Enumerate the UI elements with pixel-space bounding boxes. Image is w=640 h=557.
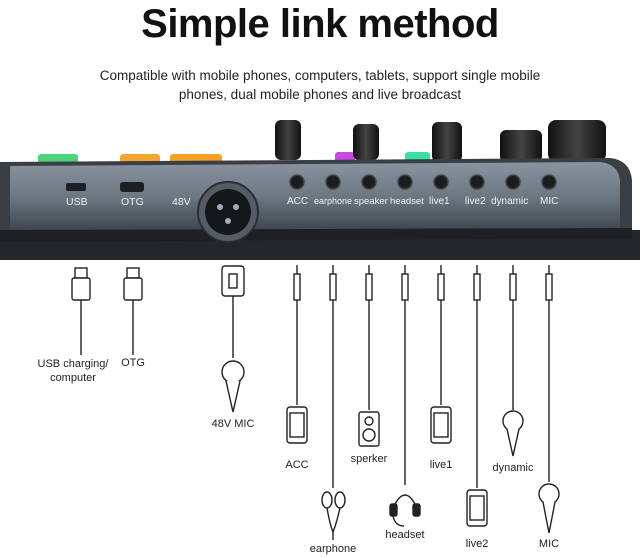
- microphone-icon: [502, 410, 524, 457]
- subtitle-line-2: phones, dual mobile phones and live broa…: [178, 87, 462, 102]
- xlr-plug-icon: [221, 265, 245, 358]
- speaker-icon: [358, 411, 380, 447]
- label-usb-line1: USB charging/: [37, 358, 109, 370]
- label-acc: ACC: [285, 459, 309, 471]
- panel-label-live1: live1: [429, 196, 450, 207]
- headset-icon: [389, 494, 421, 527]
- jack-plug-icon: [293, 265, 553, 488]
- phone-icon: [430, 406, 452, 444]
- panel-label-usb: USB: [66, 196, 88, 208]
- sound-card-device: [0, 120, 640, 260]
- page-title: Simple link method: [141, 2, 499, 46]
- audio-jacks: [289, 174, 557, 190]
- label-otg: OTG: [121, 357, 145, 369]
- phone-icon: [286, 406, 308, 444]
- panel-label-live2: live2: [465, 196, 486, 207]
- panel-label-mic: MIC: [540, 196, 559, 207]
- label-sperker: sperker: [350, 453, 388, 465]
- otg-plug-icon: [123, 267, 143, 355]
- earphones-icon: [321, 491, 346, 540]
- connection-diagram: [71, 265, 560, 540]
- panel-label-acc: ACC: [287, 196, 309, 207]
- otg-port: [120, 182, 144, 192]
- phone-icon: [466, 489, 488, 527]
- label-usb-charging: USB charging/ computer: [30, 357, 116, 385]
- panel-label-earphone: earphone: [314, 196, 353, 206]
- label-usb-line2: computer: [50, 372, 96, 384]
- panel-label-48v: 48V: [172, 196, 191, 208]
- label-live2: live2: [465, 538, 489, 550]
- label-live1: live1: [429, 459, 453, 471]
- panel-label-dynamic: dynamic: [491, 196, 529, 207]
- microphone-icon: [538, 483, 560, 534]
- usb-plug-icon: [71, 267, 91, 355]
- panel-label-speaker: speaker: [354, 196, 388, 207]
- label-48v-mic: 48V MIC: [211, 418, 255, 430]
- label-earphone: earphone: [309, 543, 357, 555]
- label-dynamic: dynamic: [492, 462, 534, 474]
- knobs: [275, 120, 606, 162]
- panel-label-otg: OTG: [121, 196, 144, 208]
- subtitle-line-1: Compatible with mobile phones, computers…: [99, 68, 541, 83]
- usb-port: [66, 183, 86, 191]
- panel-label-headset: headset: [390, 196, 424, 207]
- subtitle: Compatible with mobile phones, computers…: [60, 66, 580, 104]
- microphone-icon: [221, 360, 245, 413]
- label-headset: headset: [385, 529, 425, 541]
- label-mic: MIC: [538, 538, 560, 550]
- xlr-port: [197, 181, 259, 243]
